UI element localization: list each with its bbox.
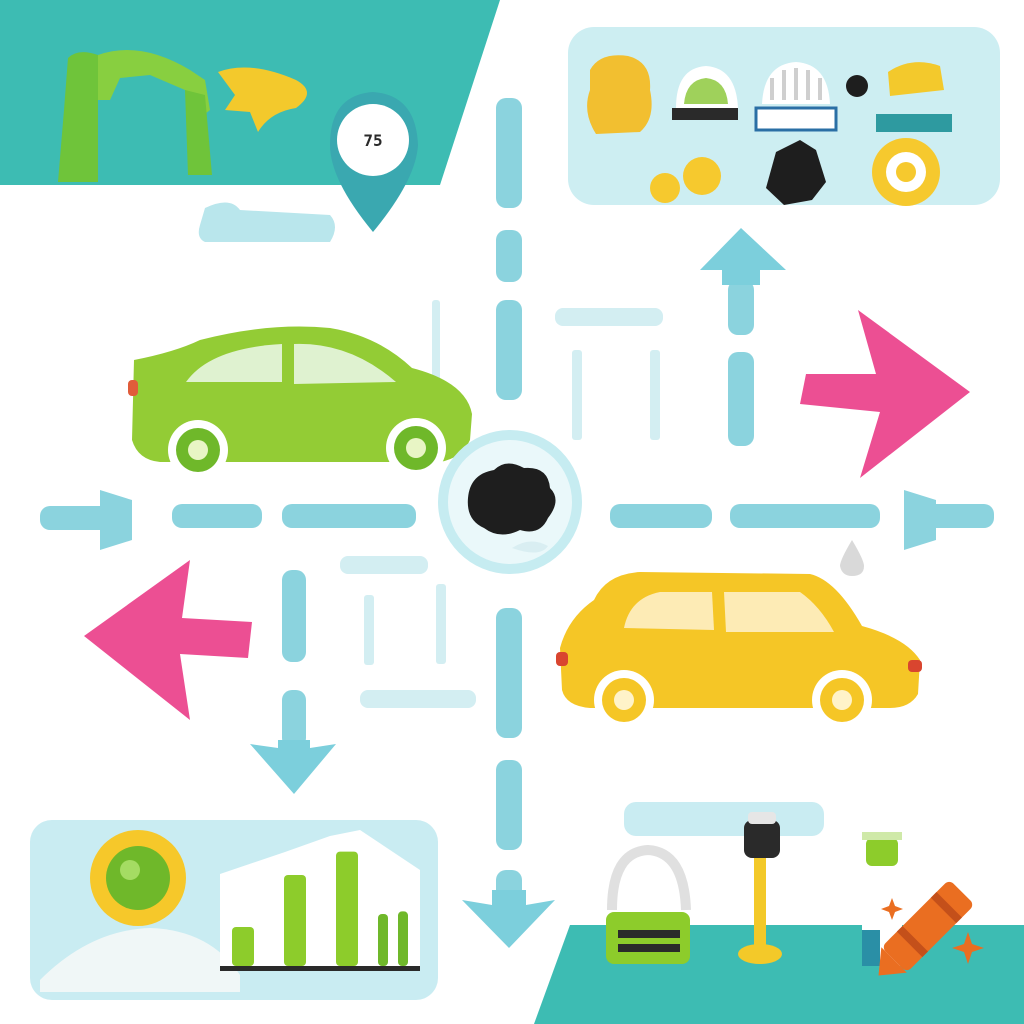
faint-road-lines xyxy=(340,300,663,708)
gear-cluster-icon xyxy=(467,463,556,535)
chart-bar xyxy=(232,927,254,966)
right-vertical-road xyxy=(728,280,754,446)
left-arrow xyxy=(84,560,252,720)
tire-icon xyxy=(872,62,952,206)
mascot-icon xyxy=(587,55,652,134)
center-hub xyxy=(438,430,582,574)
down-arrow-center xyxy=(462,890,555,948)
droplet-icon xyxy=(840,540,864,576)
map-pin-label: 75 xyxy=(363,131,382,150)
top-right-panel xyxy=(568,27,1000,206)
dome-icon xyxy=(754,62,838,132)
right-arrow xyxy=(800,310,970,478)
road-network xyxy=(40,98,994,910)
sparkle-icon xyxy=(881,898,903,920)
gauge-icon xyxy=(672,66,738,120)
road-segment xyxy=(198,202,335,242)
factory-icon xyxy=(58,50,212,182)
crayon-logo-icon xyxy=(878,881,984,976)
down-arrow-left xyxy=(250,740,336,794)
puzzle-icon xyxy=(766,140,826,205)
bar-chart-icon xyxy=(220,830,420,971)
bottom-left-panel xyxy=(30,820,438,1000)
road-cap-left xyxy=(100,490,132,550)
coins-icon xyxy=(650,157,721,203)
lock-icon xyxy=(606,844,691,964)
dot-icon xyxy=(846,75,868,97)
yellow-car xyxy=(556,572,922,730)
chart-bar xyxy=(336,851,358,966)
key-icon xyxy=(738,812,782,964)
center-vertical-road xyxy=(496,98,522,910)
up-arrow xyxy=(700,228,786,285)
top-left-banner: 75 xyxy=(0,0,500,242)
map-pin: 75 xyxy=(330,92,418,232)
bottom-right-strip xyxy=(534,802,1024,1024)
yellow-car-window-rear xyxy=(724,592,834,632)
green-car-window-rear xyxy=(294,343,396,384)
chart-bar xyxy=(284,875,306,966)
green-car xyxy=(128,326,472,480)
yellow-car-window-front xyxy=(624,592,714,630)
sun-bird-icon xyxy=(218,67,307,132)
road-cap-right xyxy=(904,490,936,550)
user-avatar-icon xyxy=(90,830,186,926)
sparkle-icon xyxy=(952,932,984,964)
chart-bar xyxy=(398,911,408,966)
green-car-window-front xyxy=(186,344,282,382)
left-vertical-road xyxy=(282,570,306,748)
chart-bar xyxy=(378,914,388,966)
